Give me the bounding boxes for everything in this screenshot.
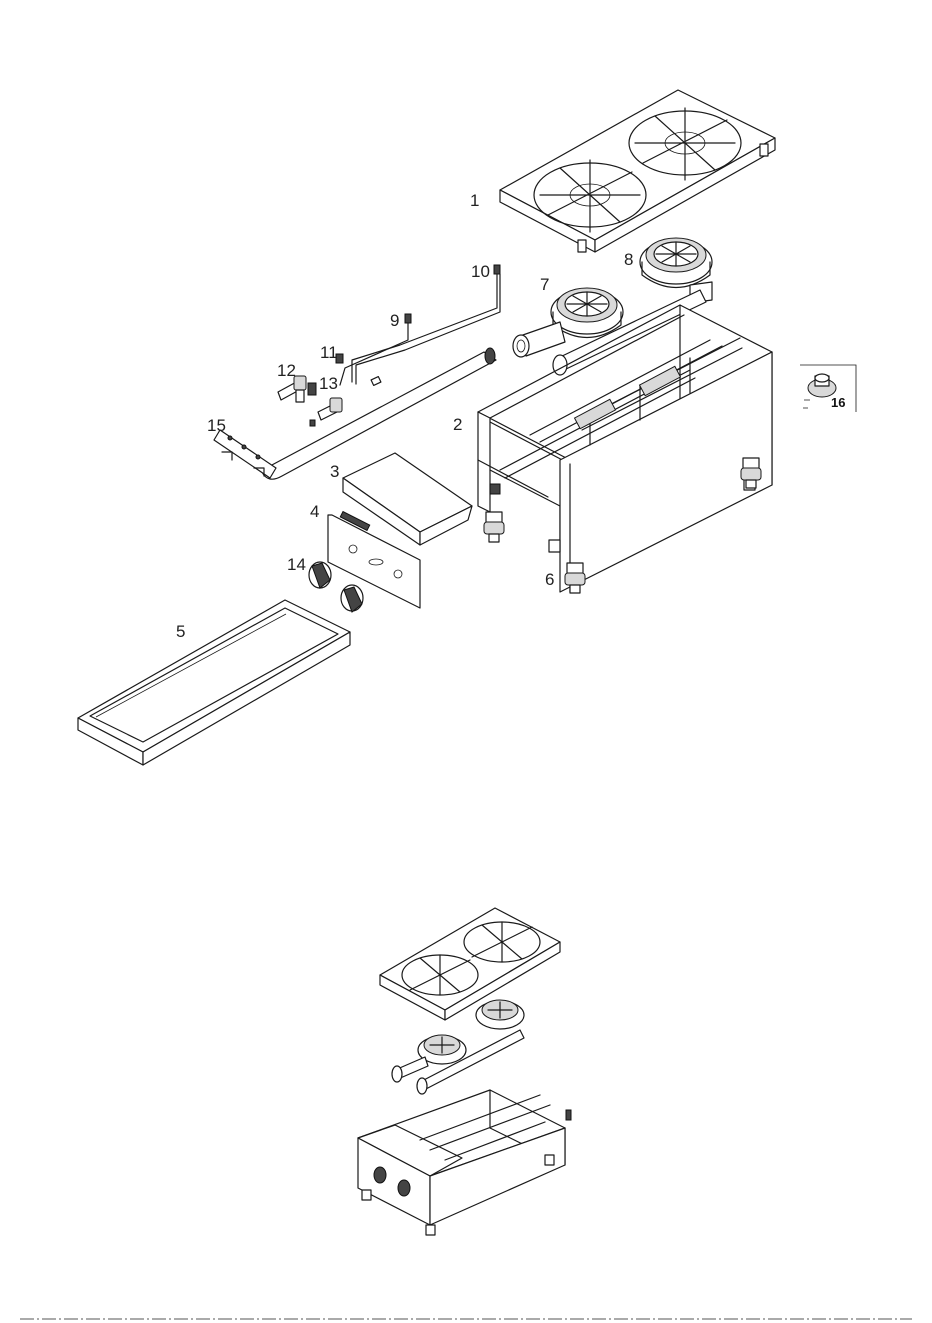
part-burner-front xyxy=(513,288,706,375)
part-gas-manifold xyxy=(214,348,496,479)
assembled-view xyxy=(358,908,571,1235)
callout-6: 6 xyxy=(545,570,554,589)
callout-10: 10 xyxy=(471,262,490,281)
callout-1: 1 xyxy=(470,191,479,210)
callout-3: 3 xyxy=(330,462,339,481)
callout-16: 16 xyxy=(831,395,845,410)
callout-5: 5 xyxy=(176,622,185,641)
callout-8: 8 xyxy=(624,250,633,269)
callout-9: 9 xyxy=(390,311,399,330)
callout-12: 12 xyxy=(277,361,296,380)
callout-11: 11 xyxy=(320,343,338,362)
callout-4: 4 xyxy=(310,502,319,521)
part-pilot-line xyxy=(340,314,411,385)
part-fitting xyxy=(336,354,381,385)
callout-14: 14 xyxy=(287,555,306,574)
callout-13: 13 xyxy=(319,374,338,393)
callout-2: 2 xyxy=(453,415,462,434)
callout-15: 15 xyxy=(207,416,226,435)
part-drip-tray xyxy=(78,600,350,765)
part-grate xyxy=(500,90,775,252)
part-foot-detail-inset xyxy=(800,365,856,412)
callout-7: 7 xyxy=(540,275,549,294)
